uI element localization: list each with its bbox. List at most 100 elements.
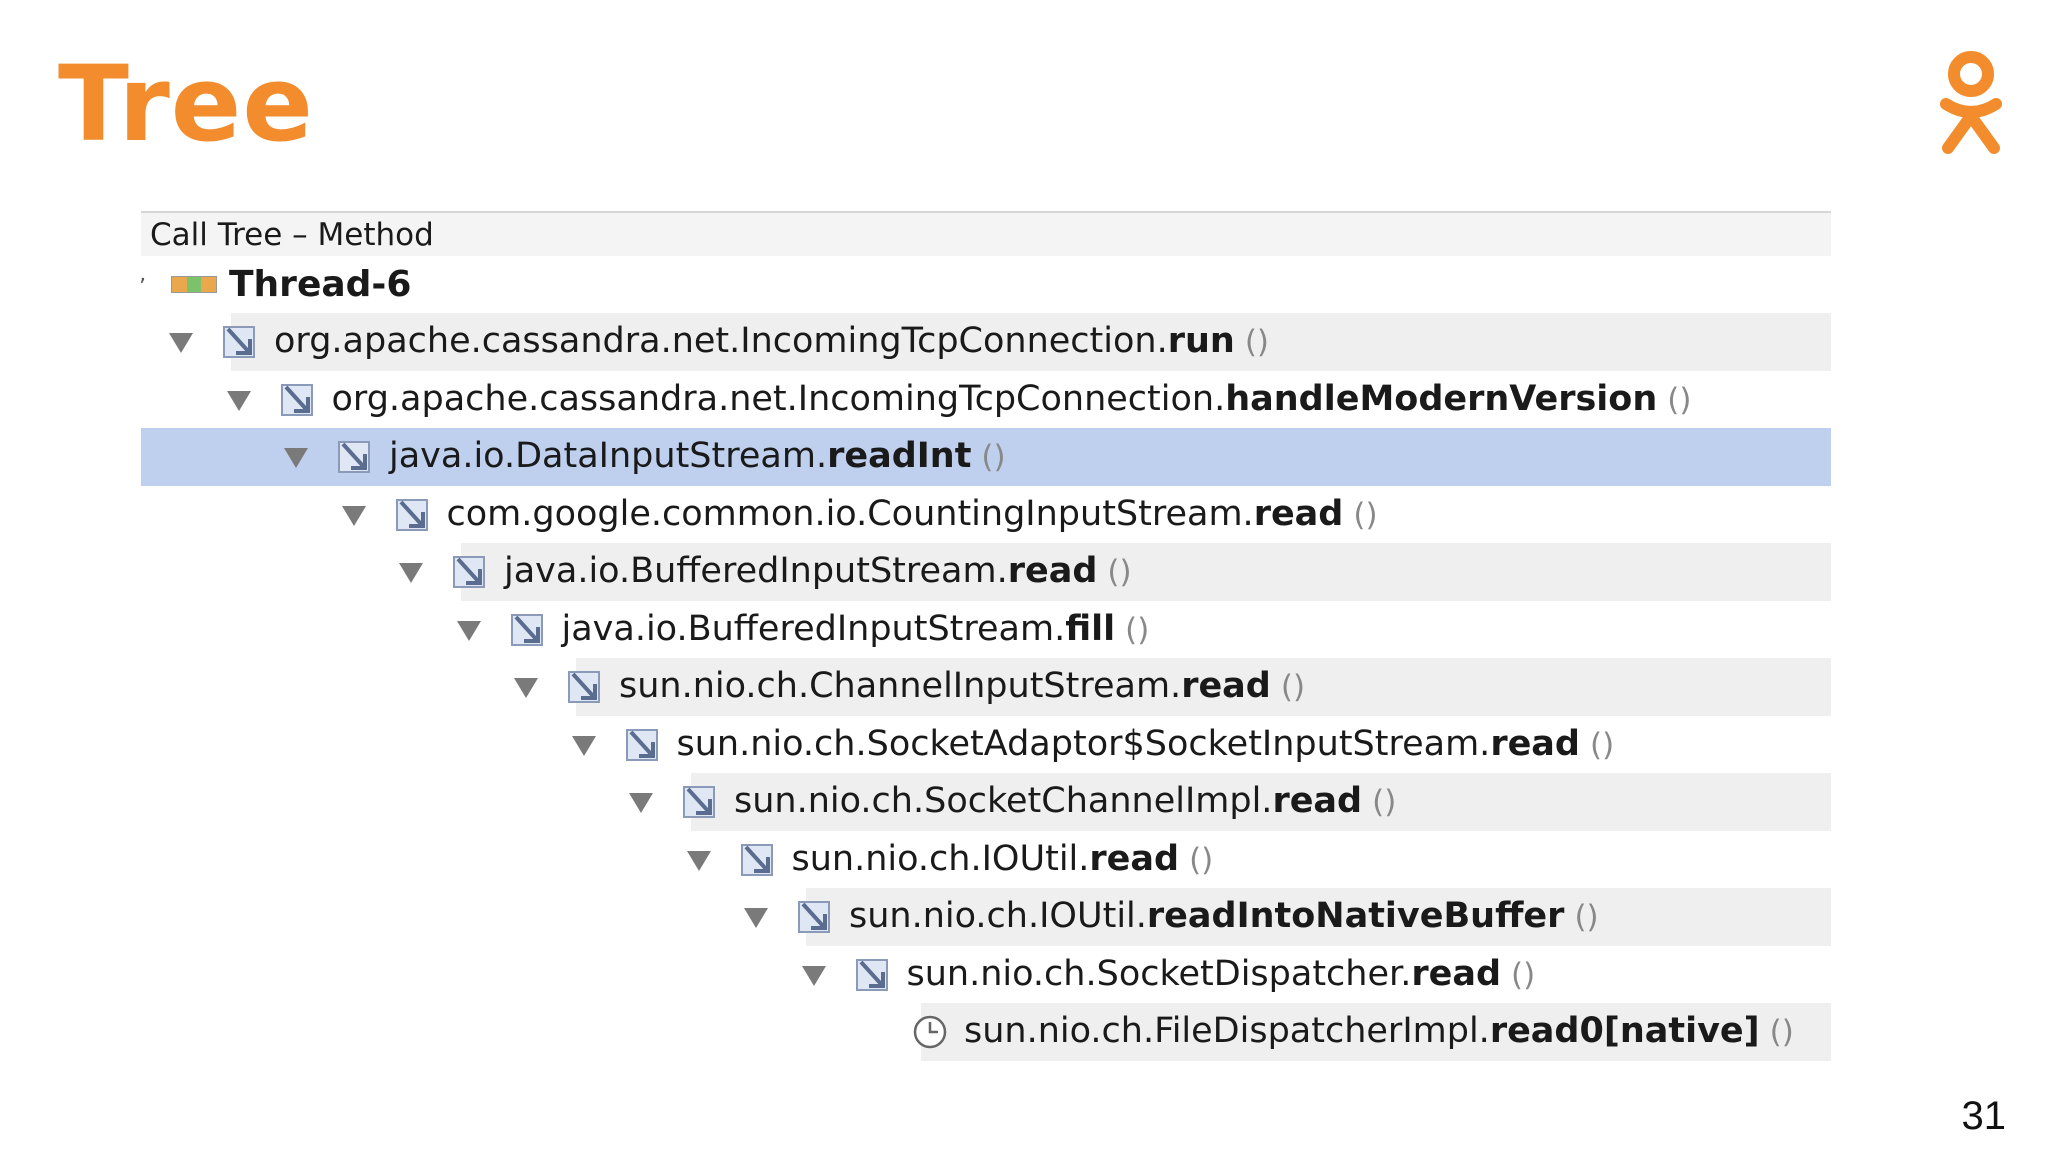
row-background: [691, 773, 1831, 831]
node-params: (): [1574, 899, 1599, 935]
clock-icon: [913, 1015, 947, 1049]
node-params: (): [1353, 496, 1378, 533]
page-number: 31: [1961, 1094, 2007, 1138]
node-params: (): [1189, 841, 1214, 878]
node-method-name: fill: [1065, 608, 1116, 649]
node-class-name: org.apache.cassandra.net.IncomingTcpConn…: [274, 321, 1168, 361]
node-params: (): [1107, 554, 1132, 590]
tree-node-label: sun.nio.ch.FileDispatcherImpl.read0[nati…: [964, 1003, 1794, 1061]
tree-node-label: sun.nio.ch.SocketChannelImpl.read(): [734, 773, 1396, 831]
tree-node-row[interactable]: sun.nio.ch.IOUtil.readIntoNativeBuffer(): [141, 888, 1831, 946]
tree-node-row[interactable]: sun.nio.ch.ChannelInputStream.read(): [141, 658, 1831, 716]
node-class-name: sun.nio.ch.IOUtil.: [791, 838, 1090, 879]
node-class-name: sun.nio.ch.FileDispatcherImpl.: [964, 1011, 1490, 1051]
expand-triangle-icon[interactable]: [341, 505, 366, 526]
expand-triangle-icon[interactable]: [169, 333, 193, 353]
expand-triangle-icon[interactable]: [226, 390, 251, 411]
tree-node-row[interactable]: sun.nio.ch.SocketDispatcher.read (): [141, 946, 1831, 1004]
row-background: [461, 543, 1831, 601]
node-params: (): [1244, 324, 1270, 360]
tree-node-label: sun.nio.ch.IOUtil.readIntoNativeBuffer(): [849, 888, 1599, 946]
thread-state-icon: [171, 276, 217, 293]
tree-node-label: java.io.DataInputStream.readInt(): [389, 428, 1006, 486]
expand-triangle-icon[interactable]: [514, 678, 538, 698]
node-method-name: read: [1272, 781, 1363, 821]
node-class-name: java.io.BufferedInputStream.: [561, 608, 1066, 649]
node-params: (): [1589, 726, 1615, 763]
row-background: [231, 313, 1831, 371]
tree-node-label: org.apache.cassandra.net.IncomingTcpConn…: [274, 313, 1269, 371]
expand-triangle-icon[interactable]: [571, 735, 596, 756]
node-method-name: read: [1181, 666, 1271, 706]
tree-node-row[interactable]: java.io.BufferedInputStream.read(): [141, 543, 1831, 601]
expand-triangle-icon[interactable]: [686, 850, 711, 871]
method-call-icon: [510, 613, 543, 646]
tree-node-row[interactable]: com.google.common.io.CountingInputStream…: [141, 486, 1831, 544]
node-params: (): [1372, 784, 1397, 820]
node-method-name: handleModernVersion: [1225, 378, 1658, 419]
tree-node-row[interactable]: sun.nio.ch.SocketChannelImpl.read(): [141, 773, 1831, 831]
method-call-icon: [395, 498, 428, 531]
node-class-name: sun.nio.ch.IOUtil.: [849, 896, 1147, 936]
row-background: [921, 1003, 1831, 1061]
expand-triangle-icon[interactable]: [744, 908, 768, 928]
node-params: (): [1769, 1014, 1794, 1050]
thread-label: Thread-6: [229, 264, 412, 305]
expand-triangle-icon[interactable]: [399, 563, 423, 583]
row-background: [806, 888, 1831, 946]
tree-node-row[interactable]: org.apache.cassandra.net.IncomingTcpConn…: [141, 313, 1831, 371]
expand-triangle-icon[interactable]: [456, 620, 481, 641]
node-params: (): [1667, 381, 1692, 418]
node-class-name: sun.nio.ch.SocketAdaptor$SocketInputStre…: [676, 723, 1491, 764]
node-method-name: read0[native]: [1489, 1011, 1760, 1051]
tree-node-row[interactable]: java.io.DataInputStream.readInt(): [141, 428, 1831, 486]
row-background: [141, 428, 1831, 486]
node-method-name: read: [1490, 723, 1580, 764]
call-tree-panel: Call Tree – Method ʼ Thread-6 org.apache…: [139, 211, 1831, 1071]
collapse-mark-icon[interactable]: ʼ: [139, 275, 146, 300]
call-tree-header[interactable]: Call Tree – Method: [141, 211, 1831, 256]
node-params: (): [1511, 956, 1536, 993]
tree-node-row[interactable]: sun.nio.ch.IOUtil.read(): [141, 831, 1831, 889]
tree-node-row[interactable]: sun.nio.ch.FileDispatcherImpl.read0[nati…: [141, 1003, 1831, 1061]
node-class-name: sun.nio.ch.SocketDispatcher.: [906, 953, 1412, 994]
expand-triangle-icon[interactable]: [284, 448, 308, 468]
expand-triangle-icon[interactable]: [801, 965, 826, 986]
call-tree-nodes: org.apache.cassandra.net.IncomingTcpConn…: [141, 313, 1831, 1061]
node-method-name: read: [1089, 838, 1180, 879]
node-params: (): [1125, 611, 1150, 648]
node-class-name: sun.nio.ch.ChannelInputStream.: [619, 666, 1182, 706]
method-call-icon: [568, 671, 600, 703]
expand-triangle-icon[interactable]: [629, 793, 653, 813]
node-method-name: readInt: [827, 436, 972, 476]
method-call-icon: [683, 786, 715, 818]
method-call-icon: [453, 556, 485, 588]
tree-node-label: org.apache.cassandra.net.IncomingTcpConn…: [332, 371, 1692, 429]
node-class-name: com.google.common.io.CountingInputStream…: [446, 493, 1254, 534]
node-params: (): [1280, 669, 1306, 705]
slide-title: Tree: [58, 43, 314, 165]
tree-node-label: java.io.BufferedInputStream.fill(): [562, 601, 1150, 659]
node-method-name: read: [1007, 551, 1098, 591]
odnoklassniki-logo-icon: [1940, 51, 2002, 154]
tree-node-label: sun.nio.ch.SocketDispatcher.read (): [907, 946, 1536, 1004]
method-call-icon: [280, 383, 313, 416]
node-class-name: org.apache.cassandra.net.IncomingTcpConn…: [331, 378, 1226, 419]
tree-node-row[interactable]: sun.nio.ch.SocketAdaptor$SocketInputStre…: [141, 716, 1831, 774]
tree-node-row[interactable]: org.apache.cassandra.net.IncomingTcpConn…: [141, 371, 1831, 429]
node-method-name: read: [1253, 493, 1344, 534]
tree-node-label: java.io.BufferedInputStream.read(): [504, 543, 1132, 601]
node-class-name: java.io.BufferedInputStream.: [504, 551, 1008, 591]
tree-node-row[interactable]: java.io.BufferedInputStream.fill(): [141, 601, 1831, 659]
node-method-name: readIntoNativeBuffer: [1146, 896, 1565, 936]
node-class-name: java.io.DataInputStream.: [389, 436, 828, 476]
thread-row[interactable]: ʼ Thread-6: [139, 256, 1831, 313]
row-background: [576, 658, 1831, 716]
node-params: (): [981, 439, 1006, 475]
node-class-name: sun.nio.ch.SocketChannelImpl.: [734, 781, 1273, 821]
method-call-icon: [740, 843, 773, 876]
tree-node-label: com.google.common.io.CountingInputStream…: [447, 486, 1378, 544]
node-method-name: read: [1411, 953, 1501, 994]
tree-node-label: sun.nio.ch.ChannelInputStream.read(): [619, 658, 1305, 716]
method-call-icon: [855, 958, 888, 991]
